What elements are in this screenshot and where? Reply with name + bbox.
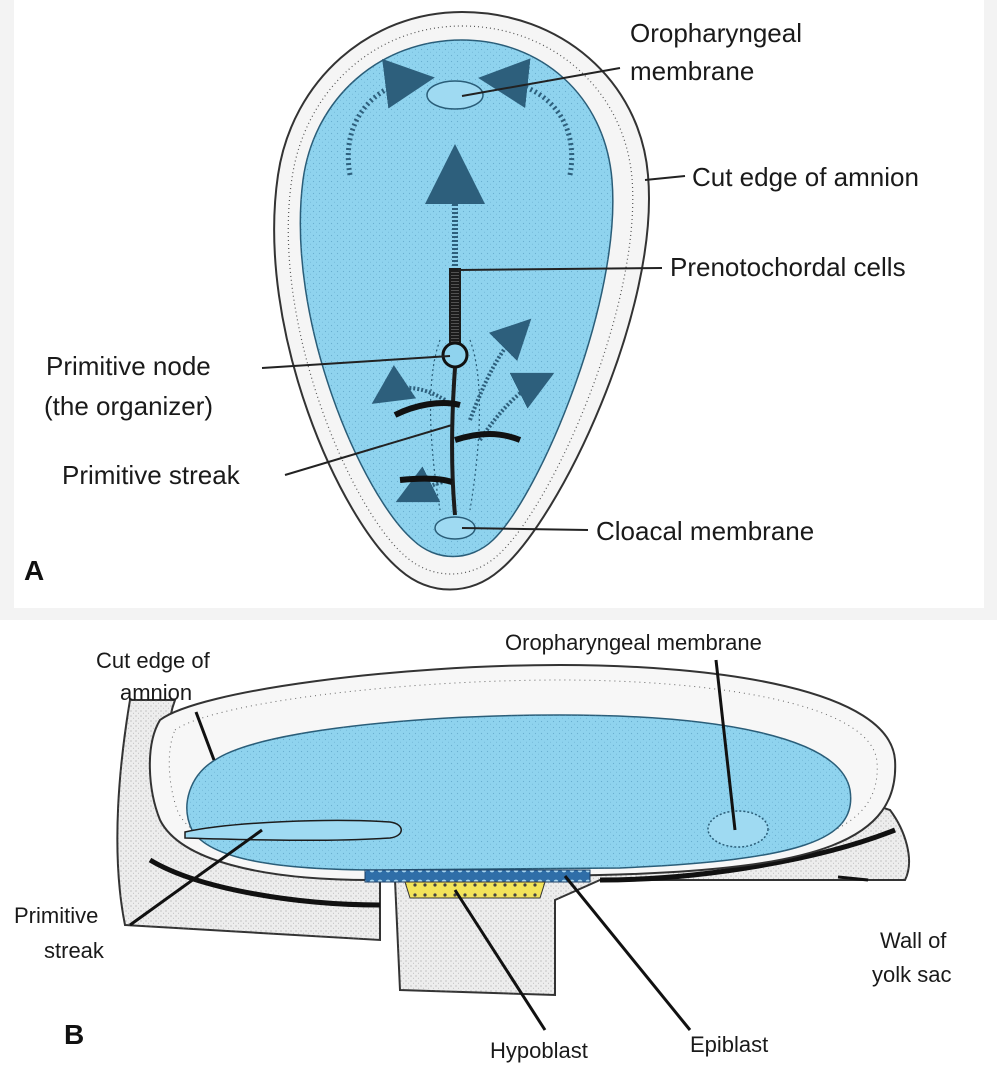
label-prenotochordal-cells: Prenotochordal cells	[670, 252, 906, 282]
panel-a: Oropharyngeal membrane Cut edge of amnio…	[0, 0, 997, 608]
label-primitive-streak-b-line2: streak	[44, 938, 105, 963]
label-cloacal-membrane: Cloacal membrane	[596, 516, 814, 546]
hypoblast-layer	[405, 882, 545, 898]
disc-stipple-b	[187, 715, 851, 870]
label-cut-edge-b-line1: Cut edge of	[96, 648, 211, 673]
prenotochordal-cells-rod	[449, 268, 461, 346]
label-primitive-streak-b-line1: Primitive	[14, 903, 98, 928]
label-cut-edge-amnion-a: Cut edge of amnion	[692, 162, 919, 192]
panel-letter-b: B	[64, 1019, 84, 1050]
leader-epiblast	[565, 876, 690, 1030]
panel-b: Cut edge of amnion Oropharyngeal membran…	[14, 630, 951, 1063]
label-wall-yolk-sac-line1: Wall of	[880, 928, 947, 953]
label-primitive-node-line2: (the organizer)	[44, 391, 213, 421]
label-primitive-streak-a: Primitive streak	[62, 460, 241, 490]
label-epiblast: Epiblast	[690, 1032, 768, 1057]
label-oropharyngeal-line1: Oropharyngeal	[630, 18, 802, 48]
label-primitive-node-line1: Primitive node	[46, 351, 211, 381]
label-oropharyngeal-membrane-b: Oropharyngeal membrane	[505, 630, 762, 655]
panel-a-right-edge	[984, 0, 997, 608]
panel-letter-a: A	[24, 555, 44, 586]
panel-separator	[0, 608, 997, 620]
label-oropharyngeal-line2: membrane	[630, 56, 754, 86]
oropharyngeal-membrane-a	[427, 81, 483, 109]
label-hypoblast: Hypoblast	[490, 1038, 588, 1063]
migration-band-3	[400, 479, 452, 482]
oropharyngeal-membrane-b	[708, 811, 768, 847]
panel-a-left-edge	[0, 0, 14, 608]
primitive-node-a	[443, 343, 467, 367]
label-wall-yolk-sac-line2: yolk sac	[872, 962, 951, 987]
label-cut-edge-b-line2: amnion	[120, 680, 192, 705]
epiblast-layer	[365, 870, 590, 882]
